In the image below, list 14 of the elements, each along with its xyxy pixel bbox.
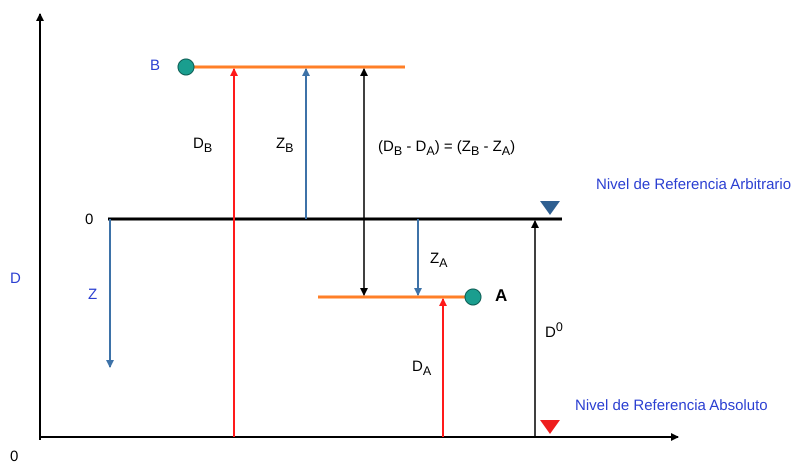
equation-text: (D$_{B}$ - D$_{A}$) = (Z$_{B}$ - Z$_{A}$) bbox=[378, 138, 516, 160]
axis-title: Z bbox=[88, 286, 98, 304]
axis-label: 0 bbox=[10, 448, 18, 466]
point-label: B bbox=[150, 57, 160, 75]
axis-title: D bbox=[10, 270, 21, 288]
reference-level-label: Nivel de Referencia Arbitrario bbox=[596, 176, 792, 194]
point-label: A bbox=[495, 287, 508, 305]
dimension-label: D$^{0}$ bbox=[545, 319, 563, 342]
dimension-label: Z$_{B}$ bbox=[276, 135, 294, 157]
dimension-label: D$_{B}$ bbox=[193, 135, 212, 157]
reference-level-label: Nivel de Referencia Absoluto bbox=[575, 397, 768, 415]
axis-label: 0 bbox=[85, 211, 94, 229]
dimension-label: D$_{A}$ bbox=[412, 358, 432, 380]
dimension-label: Z$_{A}$ bbox=[430, 250, 448, 272]
